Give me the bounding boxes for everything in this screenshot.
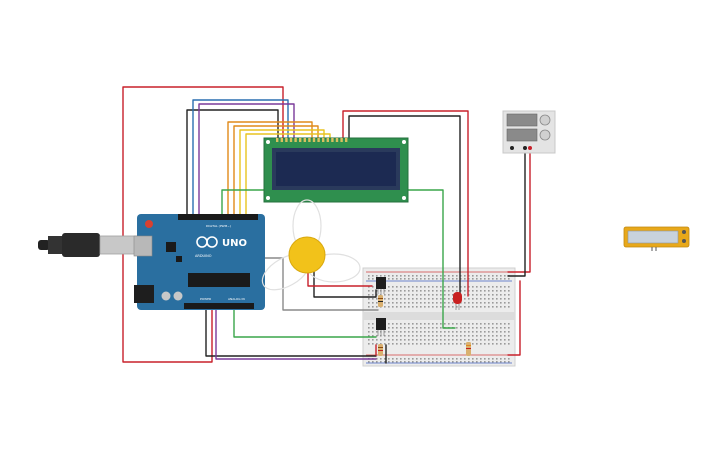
wire-red-lcd-power xyxy=(342,110,469,297)
wire-black-supply xyxy=(507,147,526,277)
analog-header[interactable] xyxy=(184,303,254,309)
wire-green-analog xyxy=(233,307,377,338)
wire-black-motor xyxy=(313,259,377,298)
analog-label: ANALOG IN xyxy=(228,297,245,301)
arduino-uno[interactable]: UNO ARDUINO DIGITAL (PWM~) POWER ANALOG … xyxy=(133,214,265,310)
power-label: POWER xyxy=(200,297,211,301)
wire-purple-bottom xyxy=(215,307,377,360)
power-supply[interactable] xyxy=(502,110,556,154)
resistor[interactable] xyxy=(378,295,383,356)
sensor-module[interactable] xyxy=(623,226,690,251)
wire-orange-lcd-2 xyxy=(233,125,319,216)
red-led[interactable] xyxy=(453,292,462,310)
supply-terminal-neg[interactable] xyxy=(510,146,514,150)
digital-label: DIGITAL (PWM~) xyxy=(206,224,231,228)
breadboard[interactable] xyxy=(362,267,516,367)
lcd-screen xyxy=(276,152,396,186)
wire-red-supply-2 xyxy=(507,280,521,356)
wire-red-supply xyxy=(507,147,531,273)
supply-terminal-pos[interactable] xyxy=(528,146,532,150)
lcd-pins[interactable] xyxy=(276,138,348,142)
current-knob[interactable] xyxy=(539,129,551,141)
digital-header[interactable] xyxy=(178,214,258,220)
lcd-16x2[interactable] xyxy=(263,137,409,203)
current-display xyxy=(506,128,538,142)
temperature-sensor[interactable] xyxy=(376,318,386,336)
usb-cable[interactable] xyxy=(38,233,139,257)
wire-gray-sensor xyxy=(264,257,379,311)
voltage-display xyxy=(506,113,538,127)
supply-terminal-com[interactable] xyxy=(523,146,527,150)
board-model: UNO xyxy=(222,238,247,249)
arduino-logo xyxy=(196,236,218,248)
transistor[interactable] xyxy=(376,277,386,294)
wire-black-lcd-gnd xyxy=(348,115,461,297)
wire-purple-lcd xyxy=(198,103,295,216)
wire-black-lcd xyxy=(186,109,279,216)
wire-red-power xyxy=(122,86,284,363)
wire-blue-lcd xyxy=(192,99,289,216)
wire-green-lcd-2 xyxy=(407,189,456,329)
atmega-chip xyxy=(188,273,250,287)
wire-black-gnd-bottom xyxy=(205,307,377,357)
dc-motor-with-fan[interactable] xyxy=(256,199,361,297)
led-resistor[interactable] xyxy=(466,342,471,356)
reset-button[interactable] xyxy=(145,220,153,228)
voltage-knob[interactable] xyxy=(539,114,551,126)
board-brand: ARDUINO xyxy=(195,254,212,258)
wire-yellow-lcd-2 xyxy=(245,133,331,216)
